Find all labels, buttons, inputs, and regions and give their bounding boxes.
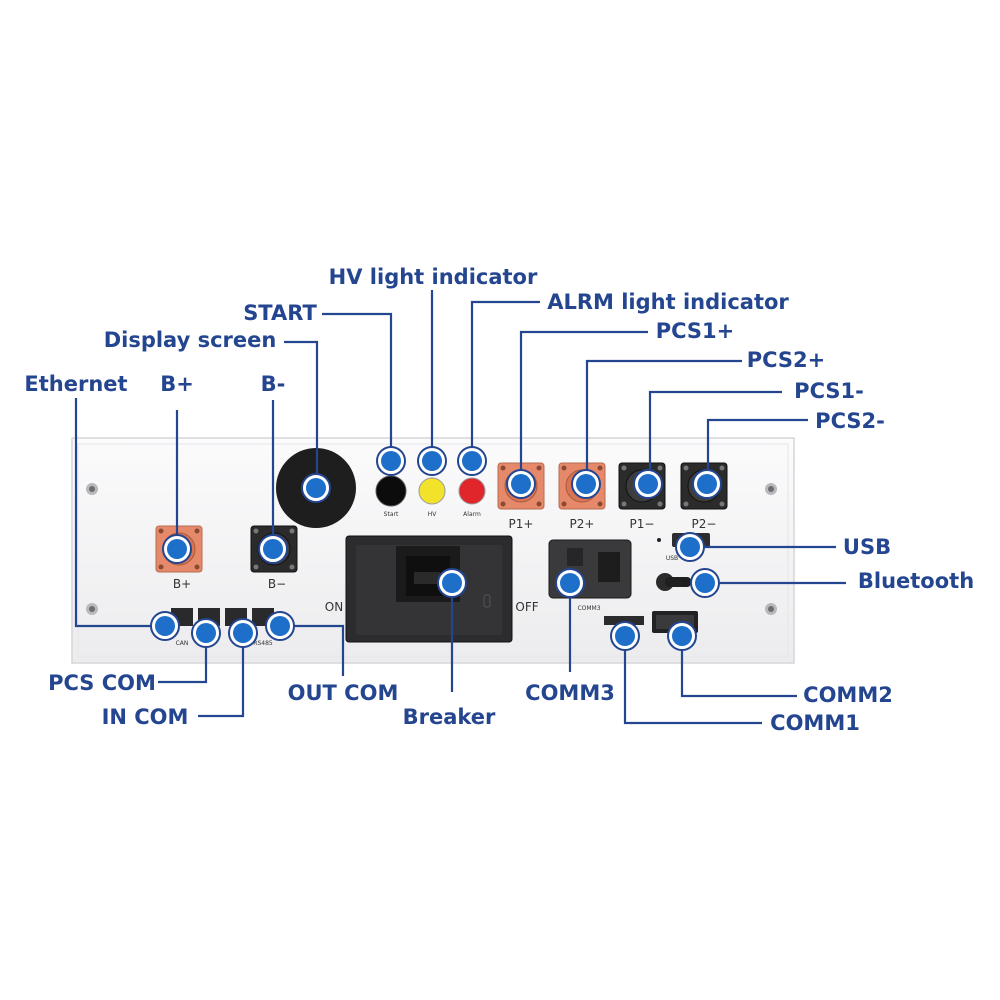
rs-panel-label: RS485 [253, 640, 273, 647]
leader-in-com [198, 633, 245, 718]
usb-dot [657, 538, 661, 542]
leader-comm1 [623, 636, 762, 725]
alarm-led [458, 477, 486, 505]
label-comm2: COMM2 [803, 683, 893, 707]
p1-neg-label: P1− [630, 517, 655, 531]
usb-panel-label: USB [666, 555, 678, 562]
label-comm3: COMM3 [525, 681, 615, 705]
leader-display [284, 340, 319, 488]
marker-b-neg [258, 534, 288, 564]
breaker[interactable] [345, 535, 513, 643]
marker-ethernet [150, 611, 180, 641]
label-pcs1-neg: PCS1- [794, 379, 864, 403]
callout-labels: HV light indicator START ALRM light indi… [24, 265, 974, 735]
marker-breaker [437, 568, 467, 598]
breaker-on-label: ON [325, 600, 343, 614]
label-usb: USB [843, 535, 891, 559]
label-start: START [243, 301, 317, 325]
breaker-off-label: OFF [515, 600, 538, 614]
leader-out-com [280, 624, 345, 676]
start-button[interactable] [375, 475, 407, 507]
comm3-panel-label: COMM3 [577, 605, 600, 612]
label-comm1: COMM1 [770, 711, 860, 735]
bluetooth-antenna [656, 573, 691, 591]
p2-pos-label: P2+ [570, 517, 595, 531]
leader-comm2 [680, 636, 797, 698]
marker-in-com [228, 618, 258, 648]
hv-led [418, 477, 446, 505]
leader-pcs2-pos [585, 359, 742, 484]
hv-led-label: HV [428, 511, 438, 518]
marker-b-pos [162, 534, 192, 564]
leader-pcs1-neg [648, 390, 782, 484]
marker-usb [675, 532, 705, 562]
leader-ethernet [74, 398, 165, 628]
mounting-screw-bottom-left [86, 603, 98, 615]
marker-comm1 [610, 621, 640, 651]
marker-hv [417, 446, 447, 476]
label-b-neg: B- [261, 372, 286, 396]
p2-neg-label: P2− [692, 517, 717, 531]
marker-pcs1-neg [633, 469, 663, 499]
mounting-screw-top-right [765, 483, 777, 495]
label-pcs2-neg: PCS2- [815, 409, 885, 433]
marker-bluetooth [690, 568, 720, 598]
marker-comm2 [667, 621, 697, 651]
label-pcs-com: PCS COM [48, 671, 156, 695]
b-neg-label: B− [268, 577, 286, 591]
marker-out-com [265, 611, 295, 641]
mounting-screw-bottom-right [765, 603, 777, 615]
leader-start [322, 312, 393, 461]
label-alarm-light: ALRM light indicator [547, 290, 789, 314]
label-b-pos: B+ [160, 372, 194, 396]
leader-pcs1-pos [519, 330, 648, 484]
label-pcs1-pos: PCS1+ [656, 319, 735, 343]
marker-start [376, 446, 406, 476]
label-hv-light: HV light indicator [329, 265, 538, 289]
marker-alarm [457, 446, 487, 476]
label-ethernet: Ethernet [24, 372, 127, 396]
marker-display [301, 473, 331, 503]
marker-pcs1-pos [506, 469, 536, 499]
label-breaker: Breaker [403, 705, 496, 729]
marker-pcs2-pos [571, 469, 601, 499]
marker-pcs-com [191, 618, 221, 648]
alarm-led-label: Alarm [463, 511, 481, 518]
marker-comm3 [555, 568, 585, 598]
mounting-screw-top-left [86, 483, 98, 495]
label-display-screen: Display screen [104, 328, 277, 352]
p1-pos-label: P1+ [509, 517, 534, 531]
label-bluetooth: Bluetooth [858, 569, 974, 593]
label-in-com: IN COM [102, 705, 189, 729]
b-pos-label: B+ [173, 577, 191, 591]
marker-pcs2-neg [692, 469, 722, 499]
leader-pcs-com [158, 633, 208, 684]
callout-markers [150, 446, 722, 651]
label-pcs2-pos: PCS2+ [747, 348, 826, 372]
start-button-label: Start [384, 511, 399, 518]
can-panel-label: CAN [176, 640, 189, 647]
leader-pcs2-neg [706, 418, 808, 484]
label-out-com: OUT COM [288, 681, 399, 705]
comm1-port [604, 616, 644, 625]
leader-alarm [470, 300, 540, 461]
